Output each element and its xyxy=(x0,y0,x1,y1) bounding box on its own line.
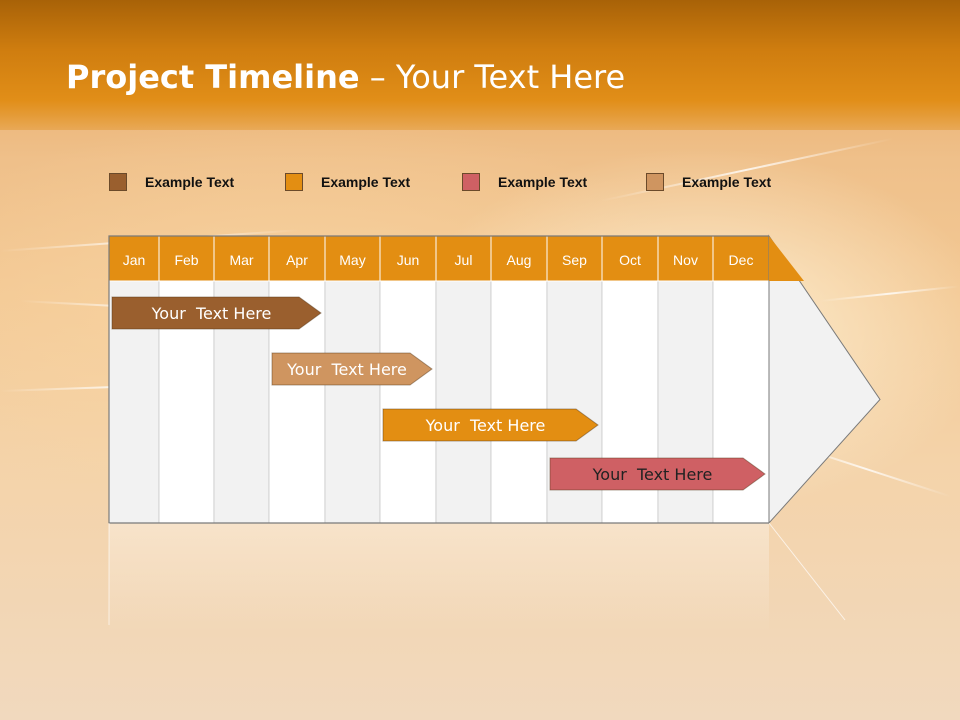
task-bar-shape-2[interactable] xyxy=(271,352,433,386)
month-label-sep: Sep xyxy=(562,252,587,268)
task-bar-3[interactable]: Your Text Here xyxy=(382,408,599,442)
task-bar-shape-3[interactable] xyxy=(382,408,599,442)
month-column-jun xyxy=(379,280,437,524)
timeline-arrow-head-band xyxy=(769,236,804,281)
month-header-jan xyxy=(108,235,160,282)
task-bar-4[interactable]: Your Text Here xyxy=(549,457,766,491)
timeline-arrow-head xyxy=(768,234,881,525)
task-bar-label-3: Your Text Here xyxy=(425,416,546,435)
month-header-feb xyxy=(158,235,215,282)
task-bar-label-1: Your Text Here xyxy=(151,304,272,323)
month-label-feb: Feb xyxy=(174,252,198,268)
month-label-nov: Nov xyxy=(673,252,698,268)
month-column-jul xyxy=(435,280,492,524)
month-label-aug: Aug xyxy=(507,252,532,268)
legend-item-1: Example Text xyxy=(109,172,234,192)
title-bold: Project Timeline xyxy=(66,58,360,96)
task-bar-1[interactable]: Your Text Here xyxy=(111,296,322,330)
month-label-jul: Jul xyxy=(455,252,473,268)
month-label-jan: Jan xyxy=(123,252,146,268)
month-header-nov xyxy=(657,235,714,282)
task-bar-label-2: Your Text Here xyxy=(286,360,407,379)
legend-item-4: Example Text xyxy=(646,172,771,192)
task-bar-2[interactable]: Your Text Here xyxy=(271,352,433,386)
page-title: Project Timeline – Your Text Here xyxy=(66,58,625,96)
task-bar-shape-1[interactable] xyxy=(111,296,322,330)
legend-label-2: Example Text xyxy=(321,174,411,190)
legend-label-4: Example Text xyxy=(682,174,772,190)
month-label-may: May xyxy=(339,252,365,268)
month-label-mar: Mar xyxy=(229,252,253,268)
month-column-aug xyxy=(490,280,548,524)
legend-swatch-1 xyxy=(109,173,127,191)
task-bar-label-4: Your Text Here xyxy=(592,465,713,484)
month-label-dec: Dec xyxy=(729,252,754,268)
month-column-may xyxy=(324,280,381,524)
month-label-jun: Jun xyxy=(397,252,420,268)
legend-label-3: Example Text xyxy=(498,174,588,190)
month-header-mar xyxy=(213,235,270,282)
task-bar-shape-4[interactable] xyxy=(549,457,766,491)
month-label-oct: Oct xyxy=(619,252,641,268)
timeline-reflection xyxy=(109,523,769,633)
legend-swatch-4 xyxy=(646,173,664,191)
month-label-apr: Apr xyxy=(286,252,308,268)
month-header-sep xyxy=(546,235,603,282)
month-header-may xyxy=(324,235,381,282)
legend-item-3: Example Text xyxy=(462,172,587,192)
title-rest: – Your Text Here xyxy=(359,58,626,96)
timeline-outline xyxy=(108,235,769,524)
legend-swatch-3 xyxy=(462,173,480,191)
header-band xyxy=(0,0,960,130)
legend-swatch-2 xyxy=(285,173,303,191)
legend-label-1: Example Text xyxy=(145,174,235,190)
legend-item-2: Example Text xyxy=(285,172,410,192)
month-header-aug xyxy=(490,235,548,282)
month-header-apr xyxy=(268,235,326,282)
arrow-reflection-line xyxy=(768,522,846,621)
